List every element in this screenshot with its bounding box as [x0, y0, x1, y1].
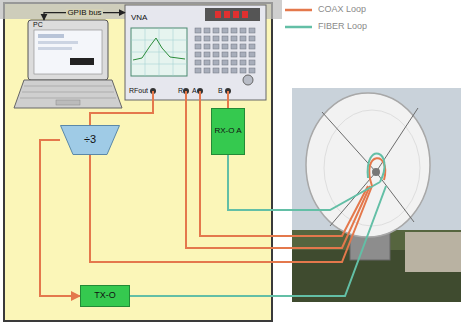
node-label: VNA — [131, 14, 147, 22]
legend-entry: COAX Loop — [318, 5, 366, 14]
legend-entry: FIBER Loop — [318, 22, 367, 31]
node-label: PC — [33, 21, 43, 28]
antenna-photo — [292, 88, 461, 302]
port-label: B — [218, 87, 223, 94]
cable-runs — [90, 100, 386, 296]
laptop-pc: PC — [28, 20, 108, 80]
connector — [40, 140, 80, 296]
power-splitter: ÷3 — [60, 125, 120, 155]
optical-receiver: RX-O A — [211, 108, 245, 155]
connector — [90, 100, 153, 125]
port-label: A — [192, 87, 197, 94]
legend-lines — [285, 10, 312, 27]
node-label: TX-O — [94, 291, 116, 300]
node-label: RX-O A — [214, 127, 241, 135]
optical-transmitter: TX-O — [80, 285, 130, 307]
edge-label: GPIB bus — [66, 9, 102, 17]
connector — [227, 100, 229, 108]
laptop-drawing — [14, 20, 122, 108]
port-label: R — [178, 87, 183, 94]
node-label: ÷3 — [84, 134, 96, 146]
vna-drawing — [125, 5, 266, 100]
port-label: RFout — [129, 87, 148, 94]
vna-instrument: VNA — [125, 5, 266, 100]
lab-panel — [4, 3, 272, 321]
